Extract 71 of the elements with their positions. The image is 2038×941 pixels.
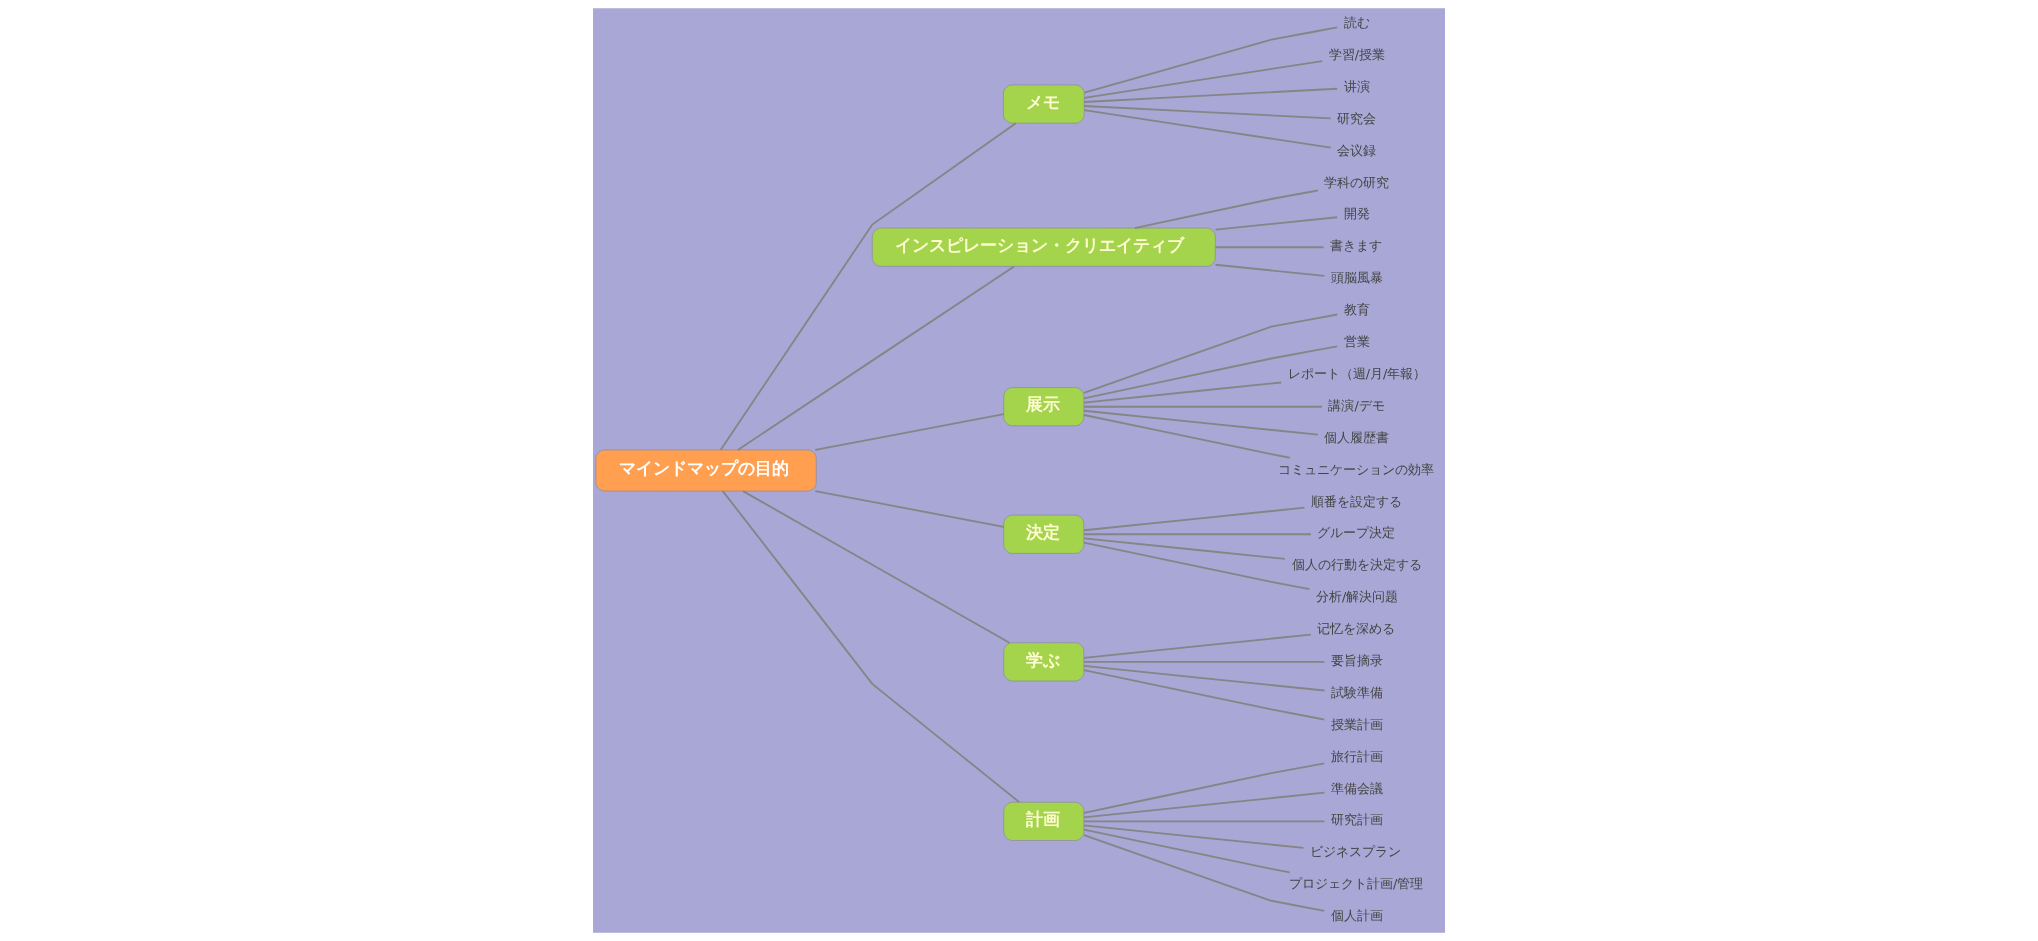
connector [1214,246,1325,249]
node-text: プロジェクト計画/管理 [1289,876,1424,892]
node-text: 分析/解決问题 [1316,589,1399,605]
connector [1083,820,1326,823]
node-box: インスピレーション・クリエイティブ [871,227,1216,267]
connector [736,265,1015,451]
node-box: 学ぶ [1003,642,1085,682]
connector [1083,541,1311,591]
node-text: 研究計画 [1330,812,1383,828]
node-text: 開発 [1343,206,1370,222]
node-text: 試験準備 [1330,684,1383,700]
node-text: レポート（週/月/年報） [1287,365,1427,381]
connector [1083,409,1319,436]
node-text: 頭脳風暴 [1330,270,1383,286]
connector [1083,665,1326,692]
node-text: 読む [1343,15,1370,31]
node-box: マインドマップの目的 [595,449,817,492]
node-text: 教育 [1343,302,1370,318]
connector [1083,660,1326,663]
connector [1083,414,1291,459]
node-box: 決定 [1003,514,1085,554]
connector [1083,537,1286,560]
connector [1083,834,1326,912]
node-text: 记忆を深める [1317,621,1396,637]
connector [721,490,1021,803]
node-text: グループ決定 [1317,525,1396,541]
node-text: 個人の行動を決定する [1291,557,1422,573]
node-text: 個人履歴書 [1324,429,1390,445]
node-text: 営業 [1343,334,1370,350]
connector [1083,669,1326,721]
node-text: 準備会議 [1330,780,1383,796]
connector [1083,533,1312,536]
connector [1083,762,1326,814]
connector [1083,109,1332,149]
node-box: メモ [1003,84,1085,124]
connector [1083,345,1339,400]
node-text: 学習/授業 [1328,46,1386,62]
connector [1083,633,1312,659]
connector [719,122,1017,451]
node-text: ビジネスプラン [1309,844,1401,860]
node-text: 旅行計画 [1330,748,1383,764]
connector [1083,105,1332,120]
connector [814,490,1005,528]
node-text: 会议録 [1337,142,1377,158]
connector [1083,381,1283,404]
connector [814,413,1005,451]
node-box: 展示 [1003,387,1085,427]
connector [1083,828,1291,874]
connector [1083,791,1326,819]
node-text: 讲演 [1343,78,1370,94]
node-text: 授業計画 [1330,716,1383,732]
node-text: 研究会 [1337,110,1377,126]
connector [1083,60,1324,99]
node-text: 順番を設定する [1311,493,1403,509]
connector [1083,87,1338,103]
connector [742,490,1011,644]
node-text: 学科の研究 [1324,174,1390,190]
connector [1214,216,1339,231]
node-text: 書きます [1330,238,1383,254]
connector [1083,824,1305,849]
node-box: 計画 [1003,801,1085,841]
node-text: 個人計画 [1330,908,1383,924]
connector [1083,405,1323,408]
node-text: コミュニケーションの効率 [1277,461,1434,477]
connector [1083,313,1339,394]
connector [1083,26,1339,94]
connector [1083,506,1306,532]
connector [1133,189,1319,229]
connector [1214,263,1326,277]
node-text: 講演/デモ [1328,397,1385,413]
node-text: 要旨摘录 [1330,653,1383,668]
